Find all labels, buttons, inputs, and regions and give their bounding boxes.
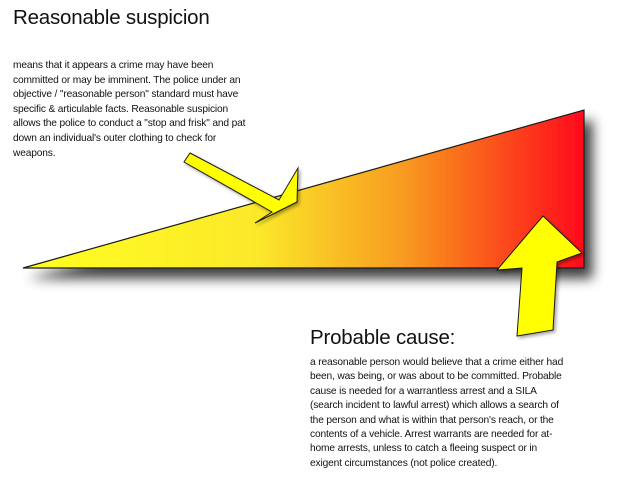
text-line: objective / "reasonable person" standard… — [13, 89, 239, 101]
text-line: cause is needed for a warrantless arrest… — [310, 385, 537, 397]
text-line: (search incident to lawful arrest) which… — [310, 400, 559, 412]
reasonable-suspicion-arrow-icon — [183, 152, 299, 224]
reasonable-suspicion-definition: means that it appears a crime may have b… — [13, 59, 313, 161]
escalation-wedge — [22, 109, 585, 269]
text-line: exigent circumstances (not police create… — [310, 457, 498, 469]
probable-cause-definition: a reasonable person would believe that a… — [310, 356, 610, 471]
text-line: allows the police to conduct a "stop and… — [13, 118, 246, 130]
text-line: down an individual's outer clothing to c… — [13, 132, 217, 144]
text-line: home arrests, unless to catch a fleeing … — [310, 443, 538, 455]
text-line: specific & articulable facts. Reasonable… — [13, 103, 229, 115]
text-line: been, was being, or was about to be comm… — [310, 371, 562, 383]
text-line: means that it appears a crime may have b… — [13, 60, 214, 71]
text-line: contents of a vehicle. Arrest warrants a… — [310, 429, 553, 441]
text-line: the person and what is within that perso… — [310, 414, 554, 426]
text-line: weapons. — [13, 147, 56, 159]
text-line: a reasonable person would believe that a… — [310, 357, 564, 368]
text-line: committed or may be imminent. The police… — [13, 74, 241, 86]
reasonable-suspicion-title: Reasonable suspicion — [13, 6, 210, 29]
probable-cause-arrow-icon — [495, 215, 583, 337]
probable-cause-title: Probable cause: — [310, 326, 456, 349]
